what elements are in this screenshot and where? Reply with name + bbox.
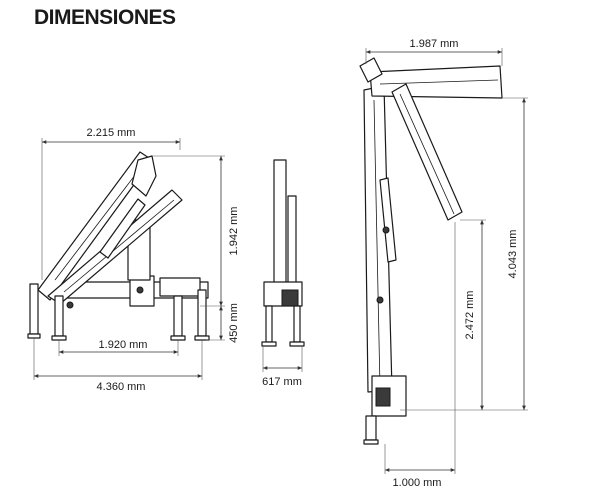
extended-leg xyxy=(365,415,377,441)
crane-extended-view xyxy=(359,57,503,445)
dimension-column-width: 617 mm xyxy=(262,346,303,388)
column-front-leg-right xyxy=(293,305,301,343)
crane-lift-cylinder xyxy=(99,198,146,259)
extended-outer-boom xyxy=(391,83,463,221)
dim-label-total-span: 4.360 mm xyxy=(97,381,146,393)
dim-label-side-height: 1.942 mm xyxy=(228,207,240,256)
crane-boom-joint xyxy=(131,155,157,197)
dim-label-reach-top: 1.987 mm xyxy=(410,38,459,50)
extended-lift-cylinder xyxy=(379,177,397,263)
dim-label-base-offset: 1.000 mm xyxy=(393,477,442,489)
crane-front-view xyxy=(261,159,305,347)
dimension-side-width: 2.215 mm xyxy=(41,127,181,280)
page-title: DIMENSIONES xyxy=(34,6,176,29)
dimension-max-height: 4.043 mm xyxy=(400,97,528,411)
stabilizer-leg-outer xyxy=(197,289,207,337)
dimension-hook-height: 2.472 mm xyxy=(460,219,486,410)
stabilizer-leg-left xyxy=(29,283,39,335)
dimension-stabilizer-span: 1.920 mm xyxy=(58,339,179,356)
dimension-side-height: 1.942 mm xyxy=(152,155,240,307)
dimension-total-span: 4.360 mm xyxy=(33,338,203,393)
stabilizer-leg-right xyxy=(173,295,183,337)
dim-label-max-height: 4.043 mm xyxy=(507,230,519,279)
dim-label-side-width: 2.215 mm xyxy=(87,127,136,139)
dim-label-column-width: 617 mm xyxy=(262,376,302,388)
crane-control-block xyxy=(159,277,201,297)
crane-side-view xyxy=(27,151,210,341)
dim-label-base-height: 450 mm xyxy=(228,303,240,343)
dim-label-hook-height: 2.472 mm xyxy=(464,291,476,340)
dimension-base-offset: 1.000 mm xyxy=(384,222,456,489)
column-front-leg-left xyxy=(265,305,273,343)
column-front-main xyxy=(273,159,287,285)
stabilizer-leg-inner xyxy=(54,295,64,337)
extended-top-joint xyxy=(359,57,383,83)
dim-label-stabilizer-span: 1.920 mm xyxy=(99,339,148,351)
dimension-base-height: 450 mm xyxy=(206,303,240,343)
dimension-reach-top: 1.987 mm xyxy=(365,38,503,66)
column-front-boom xyxy=(287,195,297,287)
